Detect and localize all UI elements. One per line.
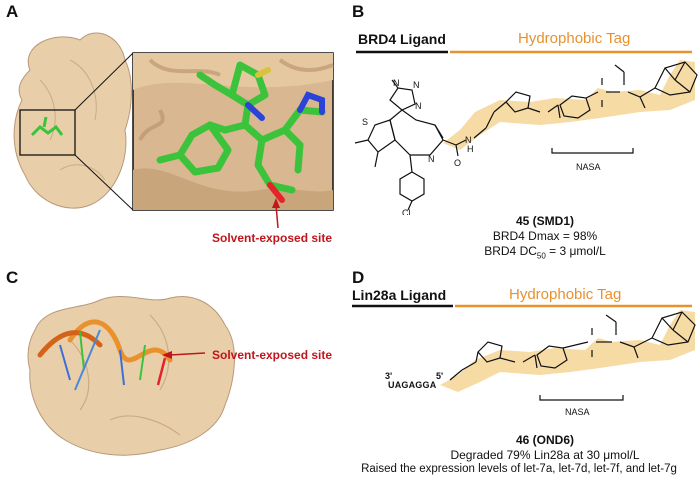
atom-o: O — [454, 158, 461, 168]
nasa-label-d: NASA — [565, 407, 590, 417]
brd4-ligand-label: BRD4 Ligand — [358, 31, 446, 47]
atom-n3: N — [415, 101, 422, 111]
rna-3-prime: 3' — [385, 371, 393, 381]
hydrophobic-tag-label-b: Hydrophobic Tag — [518, 30, 631, 47]
lin28a-degradation: Degraded 79% Lin28a at 30 μmol/L — [450, 448, 640, 462]
zoom-box — [19, 109, 76, 156]
solvent-exposed-label-c: Solvent-exposed site — [212, 348, 333, 362]
rna-sequence: UAGAGGA — [388, 380, 437, 390]
atom-s: S — [362, 117, 368, 127]
protein-surface-c — [27, 296, 235, 456]
protein-surface-a — [13, 32, 132, 209]
panel-d-letter: D — [352, 268, 365, 287]
hydrophobic-tag-label-d: Hydrophobic Tag — [509, 286, 622, 303]
atom-n4: N — [428, 154, 435, 164]
atom-cl: Cl — [402, 208, 411, 215]
panel-c-letter: C — [6, 268, 19, 287]
ligand-sticks — [156, 61, 326, 194]
rna-5-prime: 5' — [436, 371, 444, 381]
nasa-label-b: NASA — [576, 162, 601, 172]
solvent-exposed-label-a: Solvent-exposed site — [212, 231, 333, 245]
atom-n2: N — [413, 80, 420, 90]
panel-a-letter: A — [6, 2, 19, 21]
compound-46-label: 46 (OND6) — [515, 433, 574, 447]
panel-a-figure — [13, 32, 334, 229]
atom-n5: N — [465, 135, 472, 145]
let7-expression: Raised the expression levels of let-7a, … — [361, 463, 677, 475]
compound-45-label: 45 (SMD1) — [515, 214, 574, 228]
panel-d-structure: NASA — [352, 304, 696, 417]
atom-h: H — [467, 144, 474, 154]
lin28a-ligand-label: Lin28a Ligand — [352, 287, 447, 303]
panel-b-structure: N N N N S Cl N H O NASA — [354, 50, 698, 215]
brd4-dc50: BRD4 DC50 = 3 μmol/L — [484, 244, 606, 261]
panel-b-letter: B — [352, 2, 365, 21]
atom-n1: N — [393, 78, 400, 88]
panel-c-figure — [27, 296, 235, 456]
brd4-dmax: BRD4 Dmax = 98% — [492, 229, 598, 243]
